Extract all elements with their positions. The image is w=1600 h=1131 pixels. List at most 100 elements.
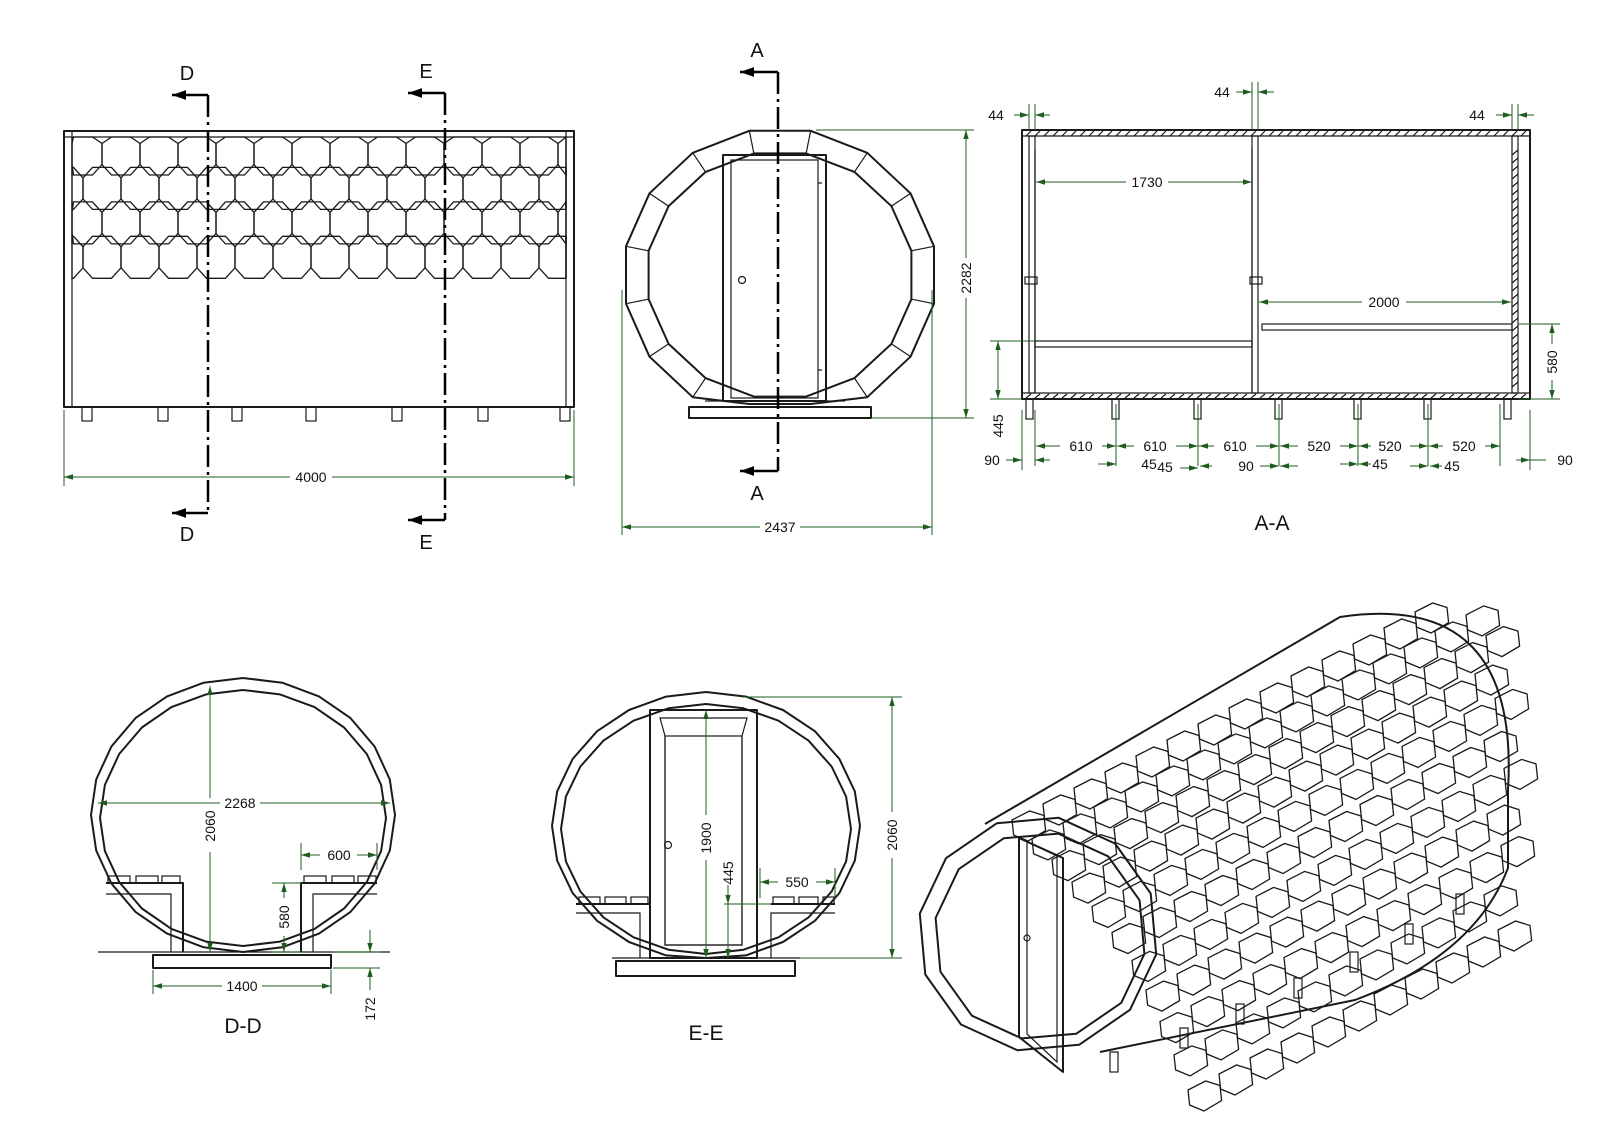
roof-shingle xyxy=(1237,753,1273,786)
roof-shingle xyxy=(1370,752,1406,785)
roof-shingle xyxy=(101,201,141,245)
roof-shingle xyxy=(1144,801,1180,834)
roof-shingle xyxy=(1381,712,1417,744)
bench-slat xyxy=(303,875,327,884)
hatch-line xyxy=(1376,393,1383,399)
dim-aa-spacing-610-c: 610 xyxy=(1223,438,1247,454)
hatch-line xyxy=(1511,181,1519,188)
hatch-line xyxy=(1043,393,1050,399)
hatch-line xyxy=(1394,130,1401,137)
roof-shingle xyxy=(538,166,567,211)
roof-shingle xyxy=(1463,704,1499,737)
roof-shingle xyxy=(1195,808,1231,840)
dim-ee-door-h: 1900 xyxy=(698,822,714,853)
hatch-line xyxy=(1502,130,1509,137)
hatch-line xyxy=(1079,393,1086,399)
roof-shingle xyxy=(481,136,521,176)
roof-shingle xyxy=(1421,762,1457,795)
roof-shingle xyxy=(1104,762,1140,794)
roof-shingle xyxy=(500,166,540,211)
roof-shingle xyxy=(215,201,255,245)
roof-shingle xyxy=(1423,657,1459,690)
roof-shingle xyxy=(1142,906,1178,939)
leg xyxy=(1349,951,1359,973)
hatch-line xyxy=(1412,393,1419,399)
isometric-view xyxy=(918,602,1539,1112)
hatch-line xyxy=(1268,393,1275,399)
section-marker-e-top: E xyxy=(419,61,432,83)
hatch-line xyxy=(1250,130,1257,137)
bench-slat xyxy=(772,896,795,905)
ee-base-plate xyxy=(615,960,796,977)
roof-shingle xyxy=(1111,922,1147,955)
hatch-line xyxy=(1511,205,1519,212)
roof-shingle xyxy=(1438,867,1474,900)
roof-shingle xyxy=(1279,701,1315,733)
hatch-line xyxy=(1061,130,1068,137)
roof-shingle xyxy=(1176,964,1212,996)
roof-shingle xyxy=(1228,698,1264,730)
roof-shingle xyxy=(1190,995,1226,1028)
hatch-line xyxy=(1511,357,1519,364)
roof-shingle xyxy=(329,201,369,245)
hatch-line xyxy=(1385,130,1392,137)
dim-aa-base-h: 445 xyxy=(990,414,1006,438)
hatch-line xyxy=(1223,130,1230,137)
dim-aa-spacing-520-b: 520 xyxy=(1378,438,1402,454)
hatch-line xyxy=(1088,130,1095,137)
hatch-line xyxy=(1520,393,1527,399)
segment-joint xyxy=(891,343,911,358)
hatch-line xyxy=(1025,393,1032,399)
hatch-line xyxy=(1268,130,1275,137)
roof-shingle xyxy=(1352,634,1388,666)
roof-shingle xyxy=(1235,858,1271,891)
roof-shingle xyxy=(1407,883,1443,916)
roof-shingle xyxy=(1466,936,1502,968)
hatch-line xyxy=(1133,393,1140,399)
roof-shingle xyxy=(310,166,350,211)
leg xyxy=(477,406,489,422)
roof-shingle xyxy=(1286,870,1322,903)
aa-partition xyxy=(1251,135,1259,394)
roof-shingle xyxy=(1226,792,1262,824)
hatch-line xyxy=(1151,393,1158,399)
roof-shingle xyxy=(1164,824,1200,856)
roof-shingle xyxy=(1319,744,1355,776)
roof-shingle xyxy=(1207,948,1243,980)
dim-ee-sill-h: 445 xyxy=(720,861,736,885)
hatch-line xyxy=(1511,221,1519,228)
section-marker-a-bottom: A xyxy=(750,483,764,505)
hatch-line xyxy=(1475,130,1482,137)
roof-shingle xyxy=(120,235,160,279)
hatch-line xyxy=(1511,130,1518,137)
hatch-line xyxy=(1511,173,1519,180)
roof-shingle xyxy=(1175,785,1211,818)
roof-shingle xyxy=(1469,851,1505,884)
bench-slat xyxy=(161,875,181,884)
hatch-line xyxy=(1277,393,1284,399)
roof-shingle xyxy=(1133,840,1169,872)
roof-shingle xyxy=(1308,784,1344,817)
hatch-line xyxy=(1511,197,1519,204)
roof-shingle xyxy=(481,201,521,245)
hatch-line xyxy=(1484,130,1491,137)
leg xyxy=(1503,398,1512,420)
front-view: 4000 D D E E xyxy=(63,61,575,554)
roof-shingle xyxy=(253,136,293,176)
hatch-line xyxy=(1304,393,1311,399)
hatch-line xyxy=(1511,333,1519,340)
roof-shingle xyxy=(1330,705,1366,738)
hatch-line xyxy=(1295,130,1302,137)
dim-aa-bench-h: 580 xyxy=(1544,350,1560,374)
segment-joint xyxy=(692,377,707,398)
roof-shingle xyxy=(1483,885,1519,917)
hatch-line xyxy=(1511,261,1519,268)
front-shingle-pattern xyxy=(71,135,567,279)
hatch-line xyxy=(1277,130,1284,137)
leg xyxy=(1455,893,1465,915)
roof-shingle xyxy=(1266,997,1302,1029)
roof-shingle xyxy=(196,166,236,211)
roof-shingle xyxy=(1135,746,1171,778)
dim-aa-wall-mid: 44 xyxy=(1214,84,1230,100)
